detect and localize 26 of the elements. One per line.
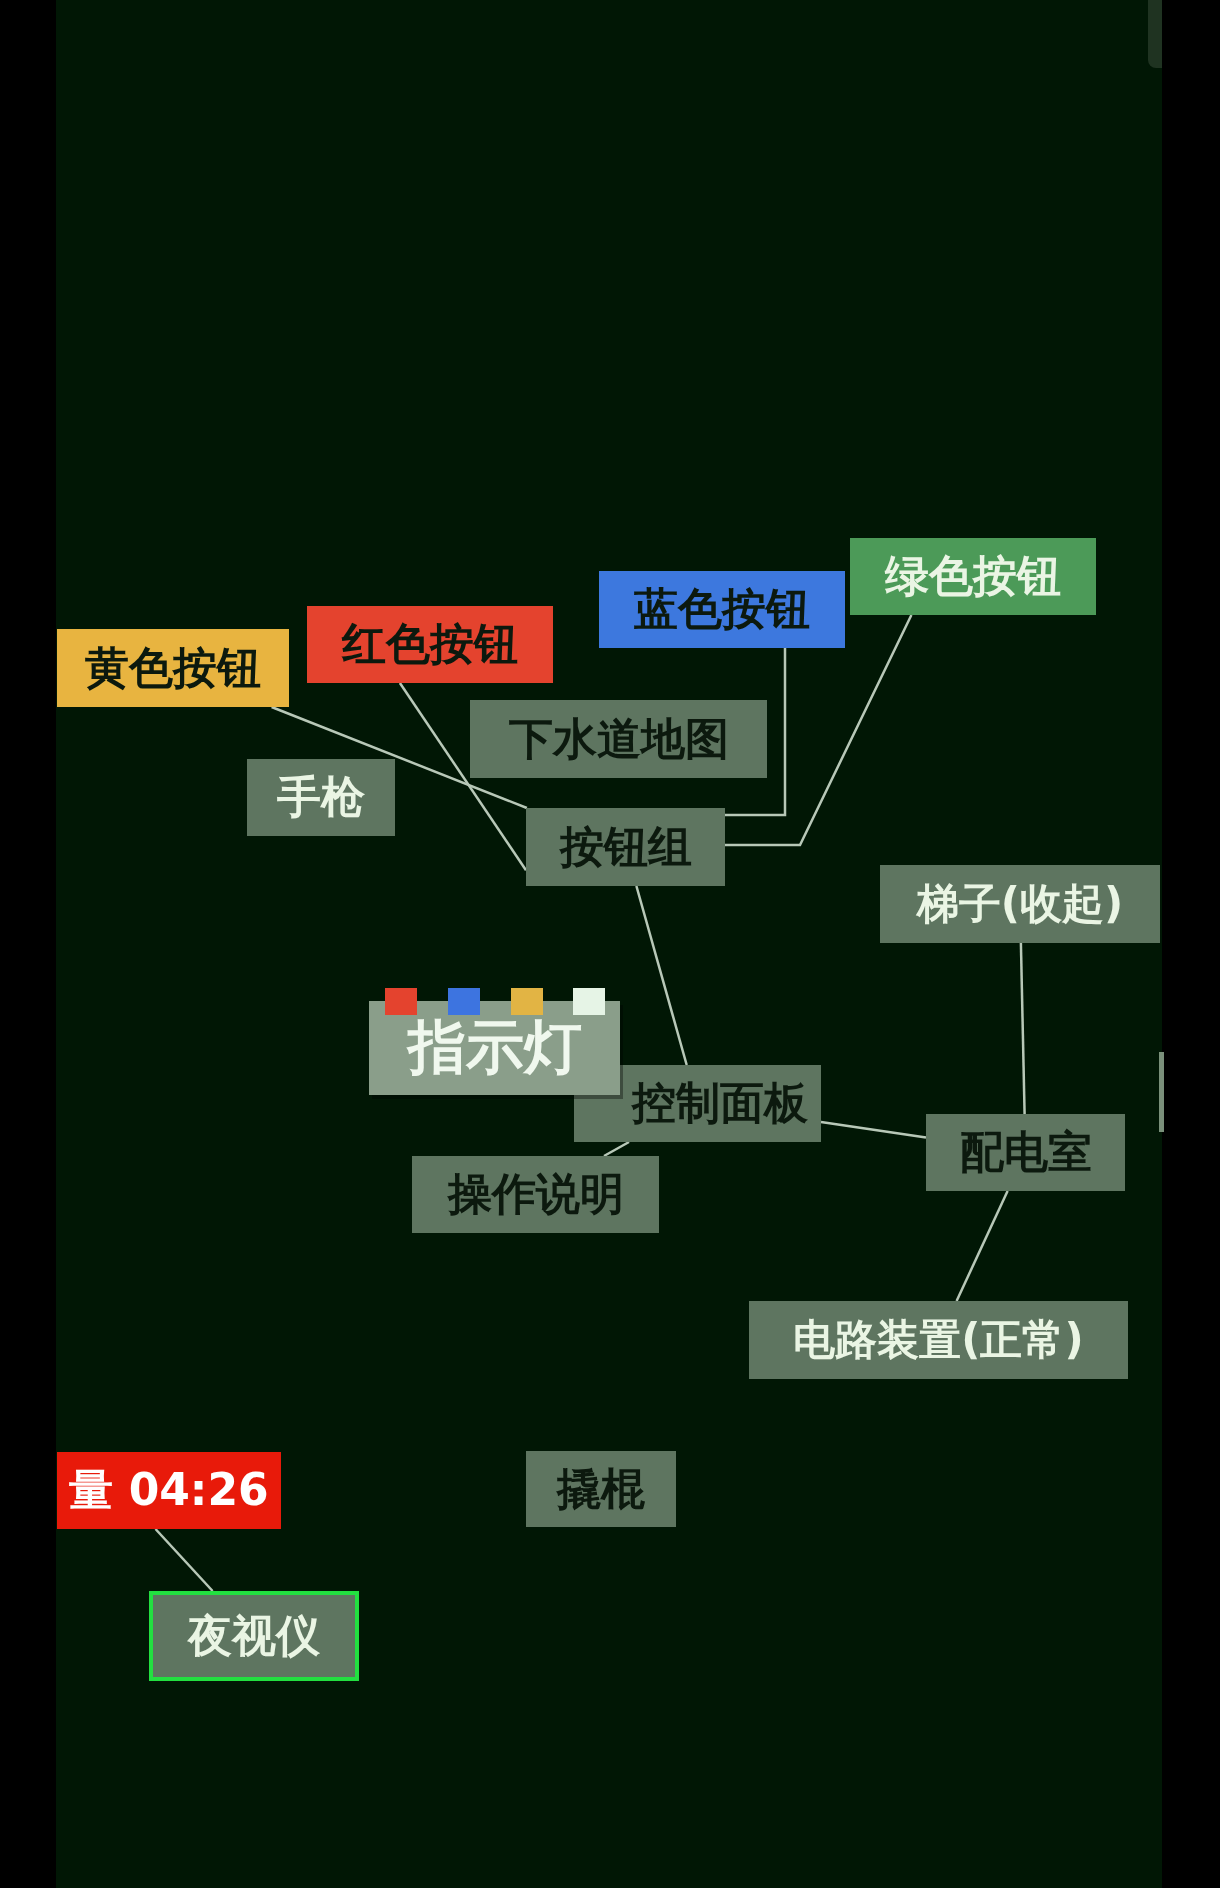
tag-box: 黄色按钮 [57, 629, 289, 707]
connector-line [820, 1120, 927, 1139]
connector-line [398, 682, 528, 871]
item-box: 配电室 [926, 1114, 1125, 1191]
item-box: 梯子(收起) [880, 865, 1160, 943]
connector-line [1019, 942, 1026, 1115]
tag-box: 红色按钮 [307, 606, 553, 683]
item-box: 撬棍 [526, 1451, 676, 1527]
connector-line [725, 614, 913, 847]
connector-line [955, 1190, 1009, 1302]
connector-line [603, 1140, 630, 1158]
tag-box: 绿色按钮 [850, 538, 1096, 615]
item-box: 操作说明 [412, 1156, 659, 1233]
selected-item-box: 夜视仪 [149, 1591, 359, 1681]
item-box: 按钮组 [526, 808, 725, 886]
item-box: 指示灯 [369, 1001, 620, 1095]
item-box: 下水道地图 [470, 700, 767, 778]
item-box: 电路装置(正常) [749, 1301, 1128, 1379]
connector-line [635, 885, 688, 1066]
connector-line [725, 648, 787, 817]
item-box: 手枪 [247, 759, 395, 836]
connector-line [271, 705, 528, 810]
timer-banner: 量 04:26 [57, 1452, 281, 1529]
tag-box: 蓝色按钮 [599, 571, 845, 648]
connector-line [154, 1528, 214, 1592]
item-box: 控制面板 [574, 1065, 821, 1142]
